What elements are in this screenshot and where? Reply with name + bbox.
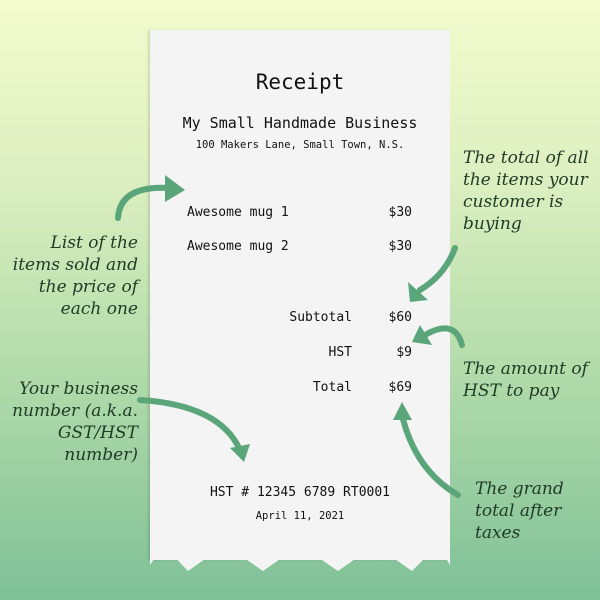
subtotal-value: $60 xyxy=(388,310,412,325)
arrow-icon xyxy=(137,397,243,453)
subtotal-label: Subtotal xyxy=(289,310,352,325)
item-name: Awesome mug 1 xyxy=(187,205,289,220)
total-value: $69 xyxy=(388,380,412,395)
arrow-icon xyxy=(422,325,465,348)
total-annotation: The grand total after taxes xyxy=(475,479,564,543)
arrow-icon xyxy=(399,412,461,498)
tax-annotation: The amount of HST to pay xyxy=(463,359,588,401)
tax-label: HST xyxy=(328,345,352,360)
receipt-title: Receipt xyxy=(255,70,345,94)
business-number-annotation: Your business number (a.k.a. GST/HST num… xyxy=(12,379,138,465)
item-price: $30 xyxy=(388,205,412,220)
tax-value: $9 xyxy=(396,345,412,360)
business-number: HST # 12345 6789 RT0001 xyxy=(209,485,390,500)
receipt-torn-edge xyxy=(150,545,450,571)
receipt-date: April 11, 2021 xyxy=(255,510,345,522)
arrow-icon xyxy=(115,184,173,221)
arrow-icon xyxy=(417,245,458,293)
item-name: Awesome mug 2 xyxy=(187,239,289,254)
items-annotation: List of the items sold and the price of … xyxy=(12,233,138,319)
business-address: 100 Makers Lane, Small Town, N.S. xyxy=(195,139,405,151)
total-label: Total xyxy=(312,380,352,395)
business-name: My Small Handmade Business xyxy=(182,114,418,132)
subtotal-annotation: The total of all the items your customer… xyxy=(463,148,589,234)
item-price: $30 xyxy=(388,239,412,254)
receipt-paper xyxy=(150,30,450,560)
